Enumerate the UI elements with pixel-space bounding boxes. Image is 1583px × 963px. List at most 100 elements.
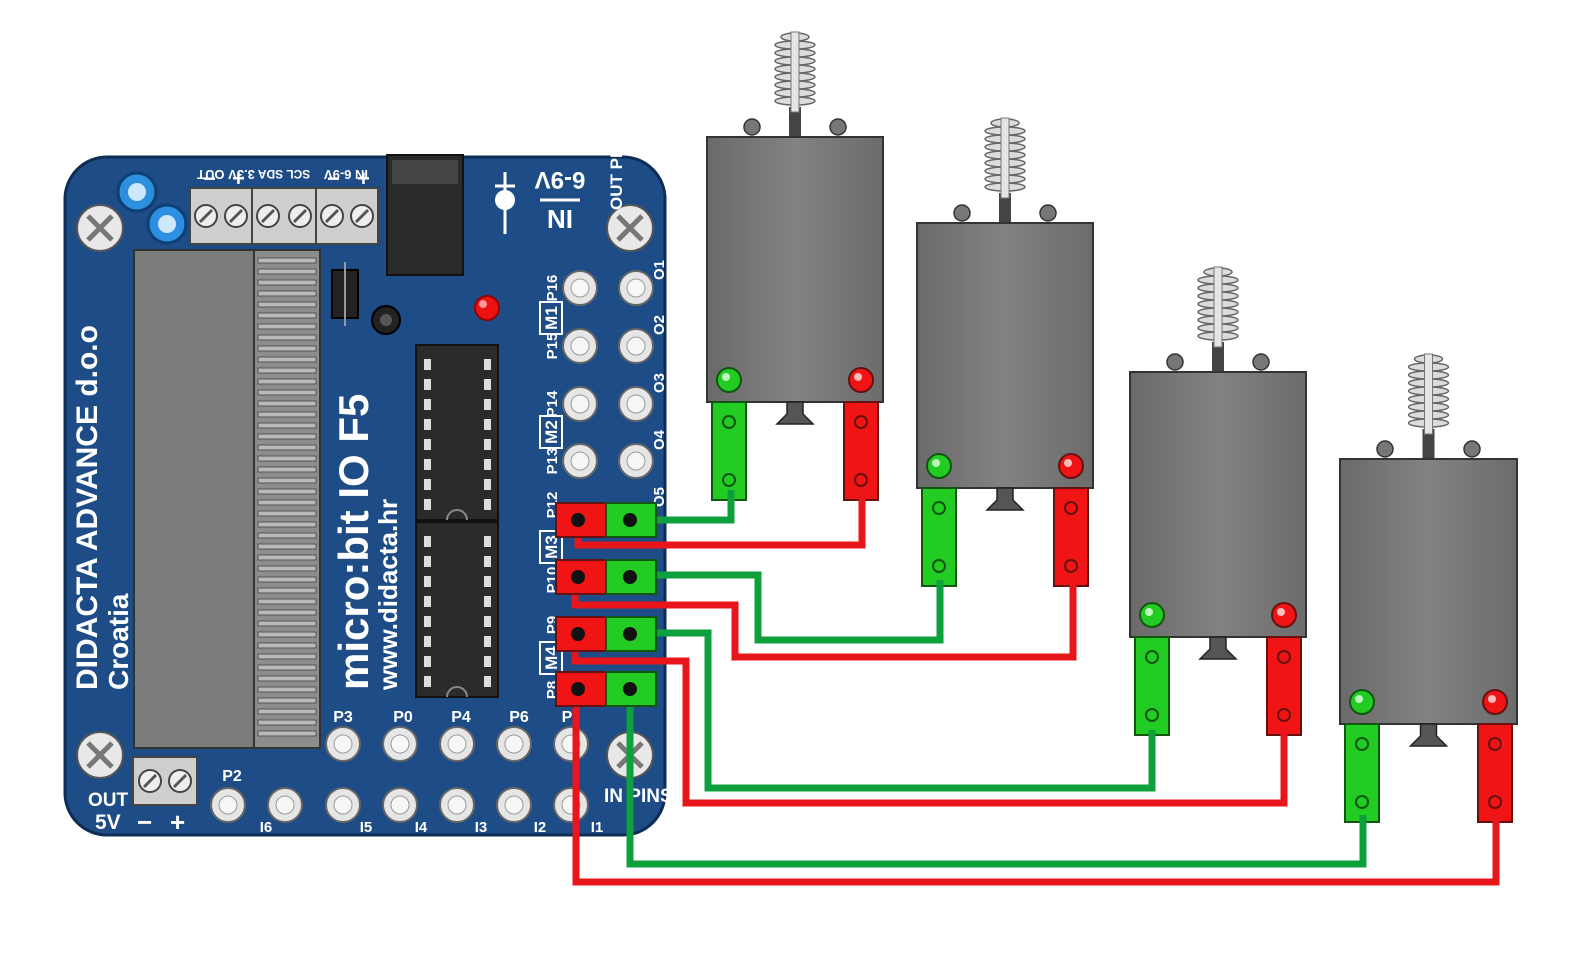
- connector-finger: [257, 697, 317, 704]
- red-plug: [1053, 487, 1089, 587]
- output-connector: [555, 671, 657, 707]
- company-name: DIDACTA ADVANCE d.o.o: [71, 325, 104, 690]
- screw-icon: [606, 204, 654, 252]
- connector-finger: [257, 466, 317, 473]
- connector-finger: [257, 719, 317, 726]
- ic-chip: [415, 521, 499, 698]
- board-model: micro:bit IO F5: [330, 394, 377, 690]
- ic-pin: [484, 636, 491, 647]
- power-voltage-label: 6-9V: [535, 166, 586, 193]
- in-pins-label: IN PINS: [604, 786, 673, 807]
- green-socket: [605, 671, 657, 707]
- connector-finger: [257, 279, 317, 286]
- ic-pin: [424, 399, 431, 410]
- motor-label-box: [539, 530, 563, 564]
- terminal-label-in: IN 6-9V: [324, 167, 368, 182]
- connector-finger: [257, 510, 317, 517]
- red-terminal-icon: [1058, 453, 1084, 479]
- ic-pin: [484, 439, 491, 450]
- side-pin-label: M1: [542, 306, 561, 330]
- terminal-label-i2c: SCL SDA: [257, 167, 310, 181]
- ic-pin: [484, 556, 491, 567]
- motors: [706, 31, 1518, 823]
- motor-body: [1339, 458, 1518, 725]
- connector-finger: [257, 521, 317, 528]
- ic-pin: [484, 359, 491, 370]
- connector-finger: [257, 477, 317, 484]
- connector-finger: [257, 367, 317, 374]
- wire-green: [626, 688, 1367, 868]
- ic-pin: [424, 656, 431, 667]
- output-connector: [555, 616, 657, 652]
- dc-motor: [706, 31, 884, 501]
- connector-finger: [257, 323, 317, 330]
- connector-finger: [257, 345, 317, 352]
- ic-pins: [424, 359, 491, 687]
- side-pin-label: M2: [542, 420, 561, 444]
- ic-pin: [424, 459, 431, 470]
- side-pin-label: P15: [544, 333, 561, 360]
- plus-sign: +: [232, 166, 245, 191]
- bottom-pin-label: P3: [333, 709, 353, 726]
- board-website: www.didacta.hr: [373, 499, 403, 691]
- red-terminal-icon: [1482, 689, 1508, 715]
- bottom-pin-label: I1: [591, 819, 604, 836]
- ic-pin: [484, 656, 491, 667]
- connector-finger: [257, 532, 317, 539]
- connector-finger: [257, 708, 317, 715]
- ic-pin: [484, 616, 491, 627]
- out-pin-label: O1: [651, 260, 668, 280]
- ic-pin: [424, 596, 431, 607]
- ic-pin: [424, 379, 431, 390]
- connector-finger: [257, 455, 317, 462]
- dc-motor: [916, 117, 1094, 587]
- connector-finger: [257, 378, 317, 385]
- bottom-pin-label: I4: [415, 819, 428, 836]
- connector-finger: [257, 499, 317, 506]
- ic-pin: [424, 616, 431, 627]
- connector-finger: [257, 301, 317, 308]
- ic-pin: [484, 499, 491, 510]
- ic-pin: [484, 419, 491, 430]
- connector-finger: [257, 631, 317, 638]
- connector-finger: [257, 411, 317, 418]
- connector-finger: [257, 400, 317, 407]
- ic-pin: [424, 499, 431, 510]
- spring-icon: [1407, 353, 1450, 435]
- green-terminal-icon: [716, 367, 742, 393]
- connector-fingers: [257, 257, 317, 737]
- bottom-pin-label: I6: [260, 819, 273, 836]
- connector-finger: [257, 609, 317, 616]
- out-pin-label: O3: [651, 373, 668, 393]
- ic-pin: [424, 576, 431, 587]
- bottom-pin-label: I2: [534, 819, 547, 836]
- side-pin-label: P13: [544, 448, 561, 475]
- output-connectors: [555, 502, 657, 707]
- screw-icon: [76, 204, 124, 252]
- out-5v-label: OUT: [88, 790, 129, 811]
- red-terminal-icon: [1271, 602, 1297, 628]
- bottom-pin-label: P2: [222, 768, 242, 785]
- wire-red: [572, 688, 1500, 886]
- bottom-pin-label: I5: [360, 819, 373, 836]
- green-terminal-icon: [1349, 689, 1375, 715]
- bottom-pin-label: P6: [509, 709, 529, 726]
- connector-finger: [257, 389, 317, 396]
- red-plug: [1477, 723, 1513, 823]
- ic-pin: [484, 479, 491, 490]
- connector-finger: [257, 664, 317, 671]
- wire-green: [632, 629, 1156, 792]
- motor-body: [706, 136, 884, 403]
- ic-pin: [424, 439, 431, 450]
- ic-pin: [424, 636, 431, 647]
- bottom-pin-label: P0: [393, 709, 413, 726]
- power-in-label: IN: [547, 204, 573, 234]
- motor-label-box: [539, 301, 563, 335]
- wire-red: [571, 633, 1288, 807]
- connector-finger: [257, 334, 317, 341]
- ic-pin: [484, 676, 491, 687]
- ic-pin: [484, 399, 491, 410]
- connector-finger: [257, 356, 317, 363]
- connector-finger: [257, 488, 317, 495]
